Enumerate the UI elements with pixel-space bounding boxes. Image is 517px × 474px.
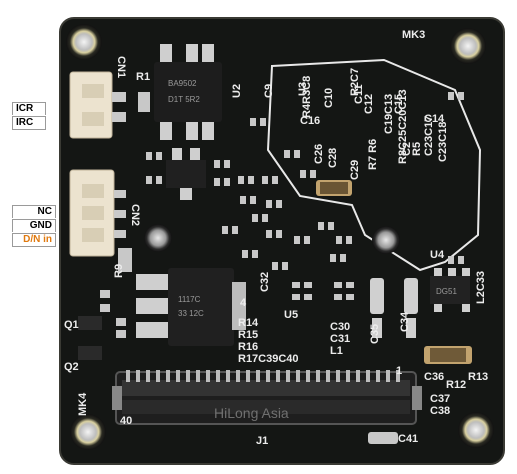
connector-cn2	[69, 169, 126, 257]
pad-pair	[406, 318, 416, 338]
regulator-marking-2: 33 12C	[178, 309, 204, 318]
silk-r17: R17C39C40	[238, 353, 299, 365]
silk-n40: 40	[120, 415, 132, 427]
voltage-regulator	[136, 268, 246, 346]
silk-c19: C19	[383, 114, 395, 134]
silk-l1: L1	[330, 345, 343, 357]
silk-u2: U2	[231, 84, 243, 98]
silk-j1: J1	[256, 435, 268, 447]
silk-u4: U4	[430, 249, 445, 261]
silk-c2: C2	[401, 142, 413, 156]
silk-n4: 4	[240, 297, 247, 309]
silk-r2c7: R2C7	[349, 68, 361, 96]
via-large-left	[144, 224, 172, 252]
silk-u5: U5	[284, 309, 298, 321]
silk-c26: C26	[313, 144, 325, 164]
resistor-r9	[118, 248, 132, 272]
pad-pair	[370, 278, 384, 314]
chip-u2-marking: BA9502	[168, 79, 197, 88]
label-icr: ICR	[12, 102, 46, 115]
mounting-hole-bottom-left	[70, 414, 106, 450]
silk-r7r6: R7 R6	[367, 139, 379, 170]
silk-c13: C13	[383, 94, 395, 114]
label-nc: NC	[12, 205, 56, 218]
silk-c35: C35	[369, 324, 381, 344]
via-large-right	[372, 226, 400, 254]
pcb-edge	[59, 17, 505, 465]
silk-c15: C15	[393, 94, 405, 114]
silk-r1: R1	[136, 71, 150, 83]
capacitor	[430, 348, 466, 362]
fpc-connector-j1	[112, 370, 422, 425]
silk-outline	[266, 58, 482, 272]
silk-c41: C41	[398, 433, 418, 445]
silk-r12: R12	[446, 379, 466, 391]
silk-c12: C12	[363, 94, 375, 114]
pad-pair	[404, 278, 418, 314]
label-gnd: GND	[12, 219, 56, 232]
silk-l2c33: L2C33	[475, 271, 487, 304]
silk-q1: Q1	[64, 319, 79, 331]
chip-u2	[154, 44, 222, 140]
silk-c36: C36	[424, 371, 444, 383]
pad-c41	[368, 432, 398, 444]
silk-r4r3c8: R4R3C8	[301, 76, 313, 118]
silk-n1: 1	[396, 365, 402, 377]
connector-cn1	[69, 71, 126, 139]
silk-c24: C23C18	[437, 122, 449, 162]
chip-u2-marking-2: D1T 5R2	[168, 95, 200, 104]
smd-pads	[100, 92, 464, 338]
capacitor	[320, 182, 348, 194]
silk-r16: R16	[238, 341, 258, 353]
mounting-hole-top-right	[450, 28, 486, 64]
silk-c31: C31	[330, 333, 350, 345]
silk-c29: C29	[349, 160, 361, 180]
transistor-q1	[78, 316, 102, 330]
chip-u4	[430, 268, 470, 312]
silk-c30: C30	[330, 321, 350, 333]
silk-cn2: CN2	[129, 204, 141, 226]
resistor-r1	[138, 92, 150, 112]
silk-c10: C10	[323, 88, 335, 108]
silk-c16: C16	[300, 115, 320, 127]
transistor-q2	[78, 346, 102, 360]
watermark: HiLong Asia	[214, 405, 289, 421]
silk-c9: C9	[263, 84, 275, 98]
silk-c14: C14	[424, 113, 445, 125]
silk-mk3: MK3	[402, 29, 425, 41]
silk-mk4: MK4	[77, 392, 89, 416]
silk-r5: R5	[411, 142, 423, 156]
transistor-sot	[166, 148, 206, 200]
silk-c32: C32	[259, 272, 271, 292]
silk-r13: R13	[468, 371, 488, 383]
silk-r15: R15	[238, 329, 258, 341]
u4-marking: DG51	[436, 287, 457, 296]
label-irc: IRC	[12, 116, 46, 130]
silk-c37: C37	[430, 393, 450, 405]
silk-c34: C34	[399, 311, 411, 332]
silk-c28: C28	[327, 148, 339, 168]
silk-c11: C11	[353, 84, 365, 104]
regulator-marking: 1117C	[178, 295, 201, 304]
label-dn-in: D/N in	[12, 233, 56, 247]
silk-q2: Q2	[64, 361, 79, 373]
pad-pair	[372, 318, 382, 338]
silk-r9: R9	[113, 264, 125, 278]
silk-r14: R14	[238, 317, 259, 329]
mounting-hole-top-left	[66, 24, 102, 60]
silk-c38: C38	[430, 405, 450, 417]
silk-cn1: CN1	[115, 56, 127, 78]
silk-r8: R8C25C20C13	[397, 89, 409, 164]
mounting-hole-bottom-right	[458, 412, 494, 448]
silk-u3: U3	[297, 82, 309, 96]
silk-c23: C23C17	[423, 116, 435, 156]
